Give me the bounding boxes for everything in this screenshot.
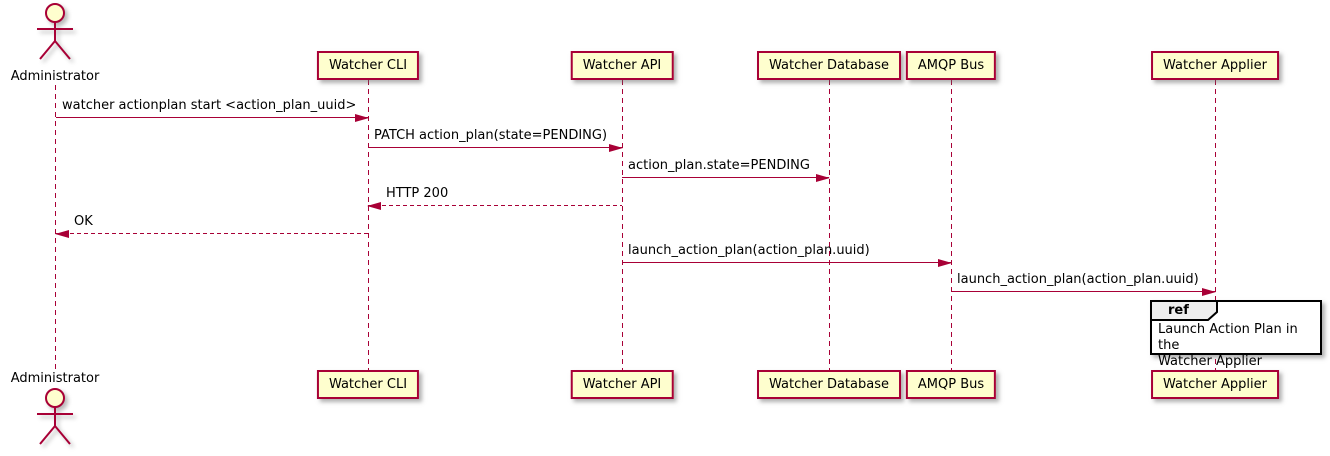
participant-watcher-cli-top: Watcher CLI — [316, 51, 420, 80]
message-action-plan-state-pending: action_plan.state=PENDING — [622, 158, 830, 182]
participant-watcher-database-bottom: Watcher Database — [757, 370, 901, 399]
arrow-right-icon — [355, 114, 369, 122]
message-launch-action-plan-applier: launch_action_plan(action_plan.uuid) — [951, 272, 1216, 296]
actor-label-top: Administrator — [10, 69, 100, 84]
ref-fragment: ref Launch Action Plan in the Watcher Ap… — [1150, 300, 1322, 369]
participant-watcher-applier-bottom: Watcher Applier — [1151, 370, 1279, 399]
arrow-right-icon — [609, 144, 623, 152]
participant-amqp-bus-bottom: AMQP Bus — [905, 370, 997, 399]
lifeline-watcher-cli — [368, 80, 369, 370]
participant-watcher-api-top: Watcher API — [570, 51, 674, 80]
message-watcher-actionplan-start: watcher actionplan start <action_plan_uu… — [56, 98, 369, 122]
arrow-left-icon — [367, 202, 381, 210]
message-label: action_plan.state=PENDING — [628, 158, 810, 173]
message-line — [622, 262, 951, 263]
message-label: PATCH action_plan(state=PENDING) — [374, 128, 608, 143]
participant-watcher-cli-bottom: Watcher CLI — [316, 370, 420, 399]
message-ok: OK — [55, 214, 368, 238]
lifeline-watcher-applier — [1215, 80, 1216, 370]
lifeline-watcher-api — [622, 80, 623, 370]
message-line — [622, 177, 829, 178]
arrow-left-icon — [55, 230, 69, 238]
ref-text: Launch Action Plan in the Watcher Applie… — [1158, 322, 1298, 369]
ref-keyword-badge — [1150, 300, 1218, 321]
message-label: launch_action_plan(action_plan.uuid) — [957, 272, 1199, 287]
participant-amqp-bus-top: AMQP Bus — [905, 51, 997, 80]
lifeline-administrator — [55, 85, 56, 370]
message-label: launch_action_plan(action_plan.uuid) — [628, 243, 870, 258]
participant-watcher-database-top: Watcher Database — [757, 51, 901, 80]
arrow-right-icon — [816, 174, 830, 182]
message-line — [56, 233, 368, 234]
participant-watcher-applier-top: Watcher Applier — [1151, 51, 1279, 80]
message-line — [368, 147, 622, 148]
message-line — [368, 205, 622, 206]
message-line — [951, 291, 1215, 292]
message-line — [56, 117, 368, 118]
arrow-right-icon — [938, 259, 952, 267]
message-label: HTTP 200 — [386, 186, 449, 201]
actor-icon — [37, 388, 73, 445]
lifeline-watcher-database — [829, 80, 830, 370]
message-patch-action-plan: PATCH action_plan(state=PENDING) — [368, 128, 623, 152]
actor-icon — [37, 3, 73, 60]
message-launch-action-plan-amqp: launch_action_plan(action_plan.uuid) — [622, 243, 952, 267]
actor-label-bottom: Administrator — [10, 371, 100, 386]
message-label: watcher actionplan start <action_plan_uu… — [62, 98, 357, 113]
message-http-200: HTTP 200 — [367, 186, 622, 210]
ref-keyword: ref — [1168, 303, 1189, 318]
participant-watcher-api-bottom: Watcher API — [570, 370, 674, 399]
arrow-right-icon — [1202, 288, 1216, 296]
lifeline-amqp-bus — [951, 80, 952, 370]
message-label: OK — [74, 214, 93, 229]
